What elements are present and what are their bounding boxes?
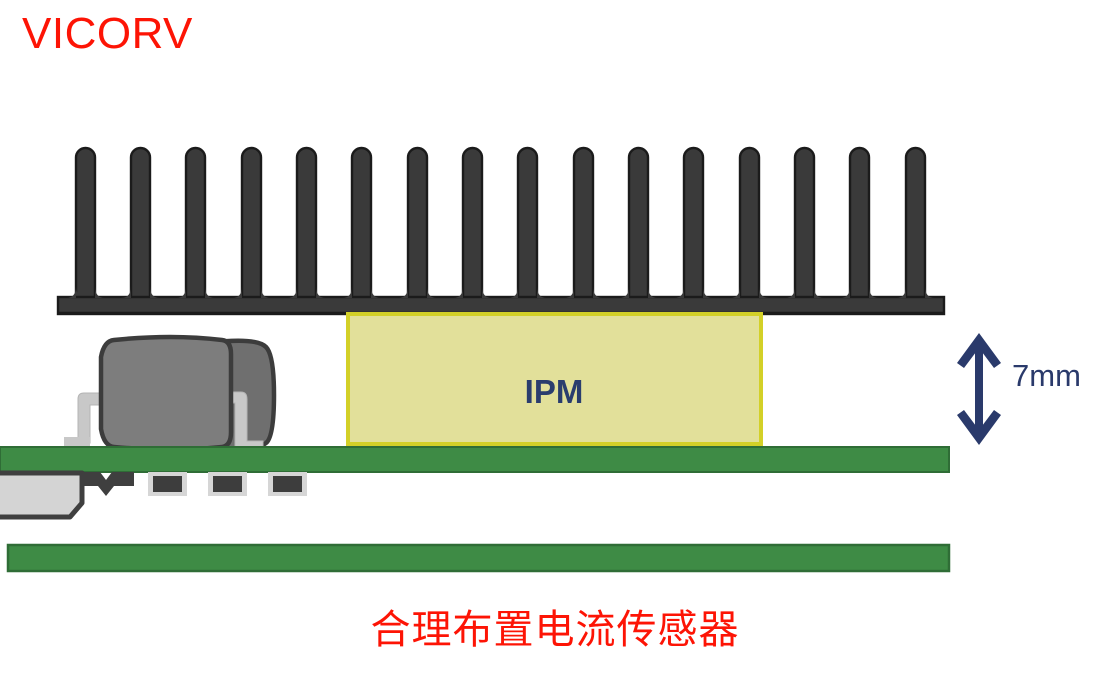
dimension-label-7mm: 7mm [1012,358,1081,393]
dimension-arrow-head-down [957,410,1001,445]
ipm-module: IPM [346,312,763,446]
component-lead-left [77,392,101,444]
dimension-arrow-7mm [957,333,1001,445]
heatsink-fin [738,146,761,312]
heatsink-fin [572,146,595,312]
heatsink-fin [406,146,429,312]
heatsink-base [56,295,946,316]
gray-component [64,334,277,453]
bottom-pcb [6,543,951,573]
ipm-body [346,312,763,446]
heatsink-fin [74,146,97,312]
smd-pad [153,476,182,492]
heatsink-fin [793,146,816,312]
top-pcb [0,446,950,473]
connector-latch [72,472,134,496]
smd-pads [148,472,307,496]
heatsink-fin [848,146,871,312]
dimension-arrow-head-up [957,333,1001,368]
ipm-label: IPM [525,373,584,410]
heatsink-fin [184,146,207,312]
heatsink-fin [295,146,318,312]
smd-pad [273,476,302,492]
heatsink-fin [627,146,650,312]
connector-housing [0,470,85,520]
heatsink-fin [240,146,263,312]
heatsink-fin [350,146,373,312]
heatsink-fins [74,146,927,312]
heatsink-fillet-curves [66,286,935,298]
brand-logo: VICORV [22,9,193,58]
caption-text: 合理布置电流传感器 [370,608,740,652]
heatsink-fin [129,146,152,312]
heatsink-fin [904,146,927,312]
heatsink-fin [461,146,484,312]
edge-connector [0,470,134,520]
smd-pad [213,476,242,492]
component-main-barrel [98,334,234,452]
heatsink [56,146,946,316]
heatsink-fin [516,146,539,312]
heatsink-fin [682,146,705,312]
